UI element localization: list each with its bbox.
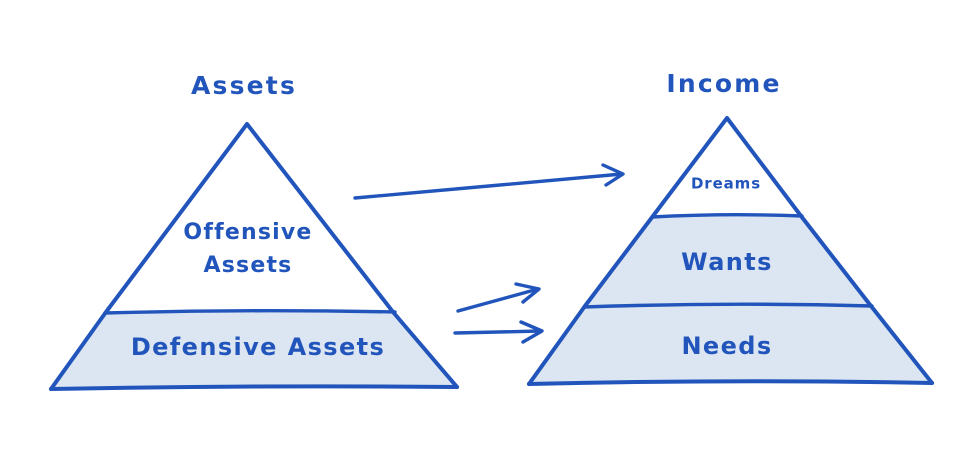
income-pyramid[interactable]: Income Dreams Wants Needs	[527, 69, 934, 386]
assets-pyramid-base-line	[49, 384, 459, 391]
income-top-tier-label: Dreams	[691, 175, 761, 193]
arrow-defensive-to-wants-shaft	[456, 287, 540, 313]
assets-pyramid[interactable]: Assets Offensive Assets Defensive Assets	[49, 71, 459, 391]
assets-top-tier-label-line2: Assets	[204, 253, 293, 278]
arrow-defensive-to-wants-head	[514, 282, 541, 304]
arrow-offensive-to-dreams-icon	[353, 163, 625, 200]
income-pyramid-title: Income	[666, 69, 781, 98]
connector-arrows	[353, 163, 625, 344]
assets-pyramid-title: Assets	[191, 71, 297, 100]
assets-top-tier-fill	[106, 124, 393, 312]
assets-bottom-tier-label: Defensive Assets	[131, 333, 385, 361]
arrow-offensive-to-dreams-shaft	[353, 172, 624, 200]
income-middle-tier-fill	[585, 216, 871, 306]
income-divider-dreams-wants	[650, 213, 804, 219]
income-bottom-tier-label: Needs	[681, 332, 772, 360]
income-top-tier-fill	[653, 118, 801, 216]
assets-top-tier-label-line1: Offensive	[183, 220, 312, 245]
income-middle-tier-label: Wants	[681, 248, 773, 276]
assets-tier-divider	[103, 309, 397, 315]
arrow-defensive-to-needs-head	[519, 320, 544, 344]
arrow-defensive-to-needs-icon	[453, 320, 544, 344]
arrow-defensive-to-wants-icon	[456, 282, 541, 313]
income-pyramid-base-line	[527, 379, 934, 386]
income-bottom-tier-fill	[529, 306, 932, 384]
assets-pyramid-outline	[49, 122, 459, 391]
arrow-defensive-to-needs-shaft	[453, 329, 543, 335]
income-divider-wants-needs	[582, 302, 874, 309]
arrow-offensive-to-dreams-head	[601, 163, 625, 187]
assets-bottom-tier-fill	[51, 312, 457, 389]
